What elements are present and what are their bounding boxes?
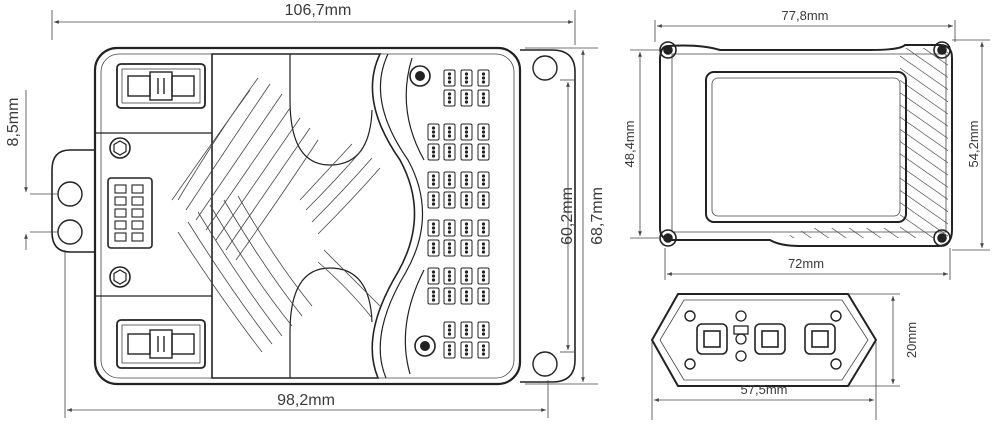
servo-pin-block	[427, 70, 489, 358]
dimension-lines-side	[630, 20, 990, 280]
main-body-outline	[93, 46, 522, 386]
dim-side-height-overall: 54,2mm	[966, 121, 981, 168]
lug-hole	[57, 219, 83, 245]
connector-view-drawing: 57,5mm 20mm	[650, 293, 919, 420]
side-hatch	[782, 48, 948, 238]
side-window	[705, 71, 907, 223]
dim-main-width-base: 98,2mm	[277, 392, 335, 409]
dim-side-height-inner: 48,4mm	[622, 121, 637, 168]
power-connector-bottom	[116, 319, 206, 369]
heatsink-fins	[171, 77, 381, 353]
main-left-lug	[51, 149, 95, 253]
main-right-lug	[520, 49, 576, 383]
lug-hole	[532, 351, 558, 377]
main-unit-drawing: 106,7mm 98,2mm 60,2mm 68,7mm 8,5mm	[5, 2, 606, 418]
side-screw	[659, 41, 951, 247]
screw	[414, 335, 436, 357]
side-view-drawing: 77,8mm 72mm 48,4mm 54,2mm	[622, 8, 990, 280]
dimension-lines-connector	[651, 293, 900, 420]
dim-connector-width: 57,5mm	[741, 382, 788, 397]
dim-main-width-overall: 106,7mm	[285, 2, 352, 19]
lug-hole	[532, 55, 558, 81]
screw	[109, 266, 131, 288]
lug-hole	[57, 181, 83, 207]
signal-header	[107, 177, 153, 249]
dim-side-width-overall: 77,8mm	[782, 8, 829, 23]
dim-main-hole-pitch: 8,5mm	[5, 98, 22, 147]
connector-terminal	[696, 323, 836, 355]
dim-side-width-base: 72mm	[788, 256, 824, 271]
dim-main-height-inner: 60,2mm	[559, 187, 576, 245]
connector-screw	[684, 310, 842, 370]
dimension-lines-main	[24, 10, 598, 418]
power-connector-top	[116, 63, 206, 109]
connector-signal-pins	[733, 310, 749, 362]
heatsink-panel	[211, 53, 416, 379]
screw	[409, 65, 431, 87]
screw	[109, 137, 131, 159]
dim-main-height-overall: 68,7mm	[589, 187, 606, 245]
connector-outline	[650, 293, 878, 387]
dim-connector-height: 20mm	[904, 322, 919, 358]
